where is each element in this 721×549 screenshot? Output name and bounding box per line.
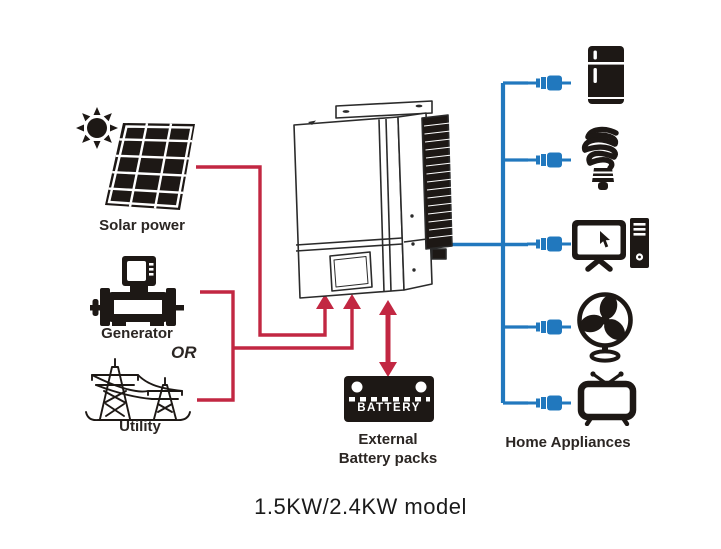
solar-line bbox=[196, 165, 327, 337]
inverter-input-branch bbox=[233, 307, 354, 350]
utility-label: Utility bbox=[119, 418, 161, 435]
generator-label: Generator bbox=[101, 325, 173, 342]
sun-icon bbox=[74, 106, 120, 152]
cfl-bulb-icon bbox=[578, 126, 628, 196]
fan-icon bbox=[574, 292, 638, 364]
source-lines-red bbox=[196, 165, 391, 402]
load-lines-blue bbox=[451, 81, 528, 405]
power-plug-icon bbox=[527, 317, 571, 337]
diagram-title: 1.5KW/2.4KW model bbox=[254, 494, 467, 519]
power-plug-icon bbox=[527, 73, 571, 93]
battery-icon-label: BATTERY bbox=[357, 402, 421, 414]
power-plug-icon bbox=[527, 150, 571, 170]
generator-utility-line bbox=[197, 290, 235, 402]
refrigerator-icon bbox=[586, 45, 626, 107]
or-label: OR bbox=[171, 343, 197, 362]
power-plug-icon bbox=[527, 234, 571, 254]
battery-caption: External Battery packs bbox=[308, 430, 468, 468]
solar-power-label: Solar power bbox=[99, 217, 185, 234]
red-arrowheads bbox=[316, 294, 397, 377]
solar-panel-icon bbox=[100, 115, 200, 215]
battery-icon bbox=[343, 374, 435, 424]
generator-icon bbox=[90, 254, 184, 328]
generator-arrowhead bbox=[343, 294, 361, 309]
power-plug-icon bbox=[527, 393, 571, 413]
home-appliances-label: Home Appliances bbox=[505, 434, 631, 451]
solar-arrowhead bbox=[316, 294, 334, 309]
battery-arrowhead-down bbox=[379, 362, 397, 377]
computer-icon bbox=[570, 218, 650, 276]
inverter-icon bbox=[286, 98, 456, 308]
battery-caption-line1: External bbox=[358, 431, 418, 448]
battery-arrowhead-up bbox=[379, 300, 397, 315]
battery-caption-line2: Battery packs bbox=[338, 450, 438, 467]
utility-icon bbox=[80, 355, 198, 425]
tv-icon bbox=[576, 370, 638, 426]
